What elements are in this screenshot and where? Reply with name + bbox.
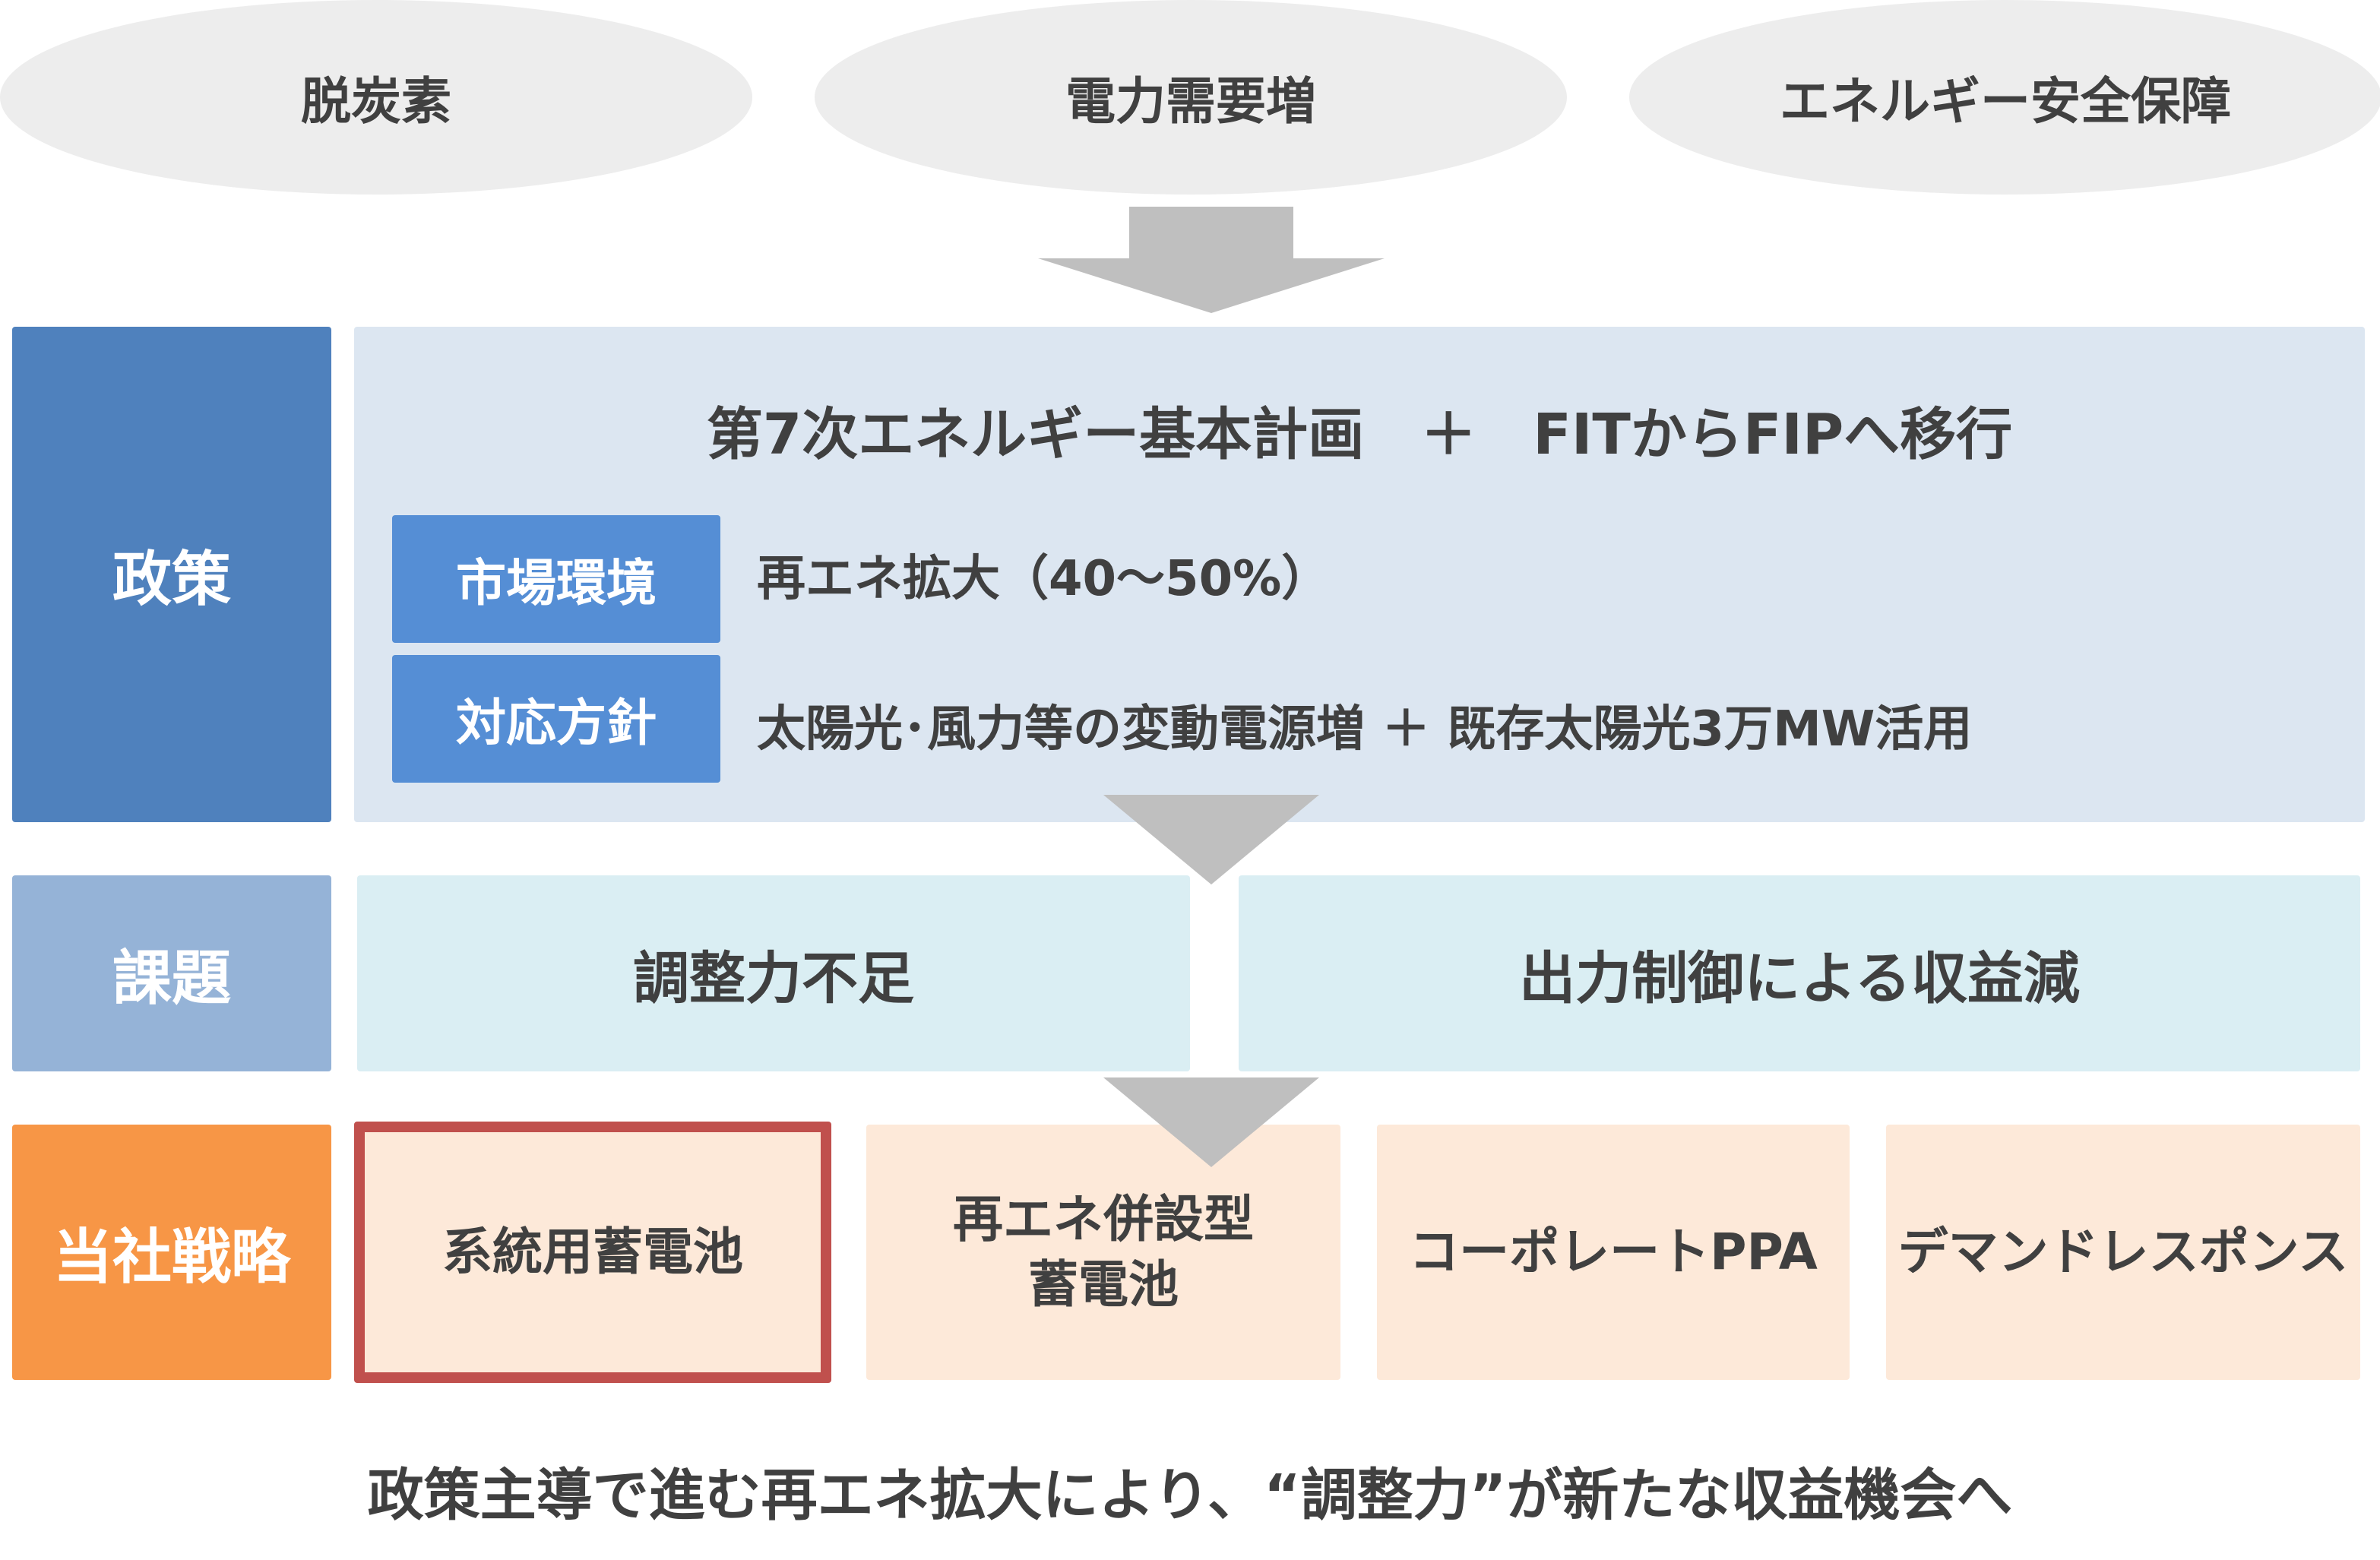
- market-environment-label: 市場環境: [392, 515, 720, 643]
- policy-title: 第7次エネルギー基本計画 ＋ FITからFIPへ移行: [706, 402, 2013, 467]
- down-triangle-icon: [1103, 795, 1319, 884]
- response-policy-label: 対応方針: [392, 655, 720, 783]
- down-triangle-icon: [1103, 1077, 1319, 1167]
- strategy-co-located-battery: 再エネ併設型 蓄電池: [866, 1125, 1340, 1380]
- driver-energy-security: エネルギー安全保障: [1629, 0, 2380, 195]
- market-environment-text: 再エネ拡大（40～50%）: [757, 551, 1331, 607]
- driver-power-demand: 電力需要増: [815, 0, 1567, 195]
- strategy-demand-response: デマンドレスポンス: [1886, 1125, 2360, 1380]
- issues-label: 課題: [12, 875, 331, 1071]
- policy-label: 政策: [12, 327, 331, 822]
- strategy-corporate-ppa: コーポレートPPA: [1377, 1125, 1850, 1380]
- response-policy-text: 太陽光･風力等の変動電源増 ＋ 既存太陽光3万MW活用: [757, 701, 1973, 758]
- strategy-label: 当社戦略: [12, 1125, 331, 1380]
- driver-decarbonization: 脱炭素: [0, 0, 752, 195]
- down-arrow-icon: [1038, 207, 1385, 313]
- strategy-grid-battery: 系統用蓄電池: [354, 1122, 831, 1383]
- issue-insufficient-flexibility: 調整力不足: [357, 875, 1190, 1071]
- issue-curtailment-revenue-loss: 出力制御による収益減: [1239, 875, 2360, 1071]
- conclusion-text: 政策主導で進む再エネ拡大により、“調整力”が新たな収益機会へ: [367, 1463, 2013, 1528]
